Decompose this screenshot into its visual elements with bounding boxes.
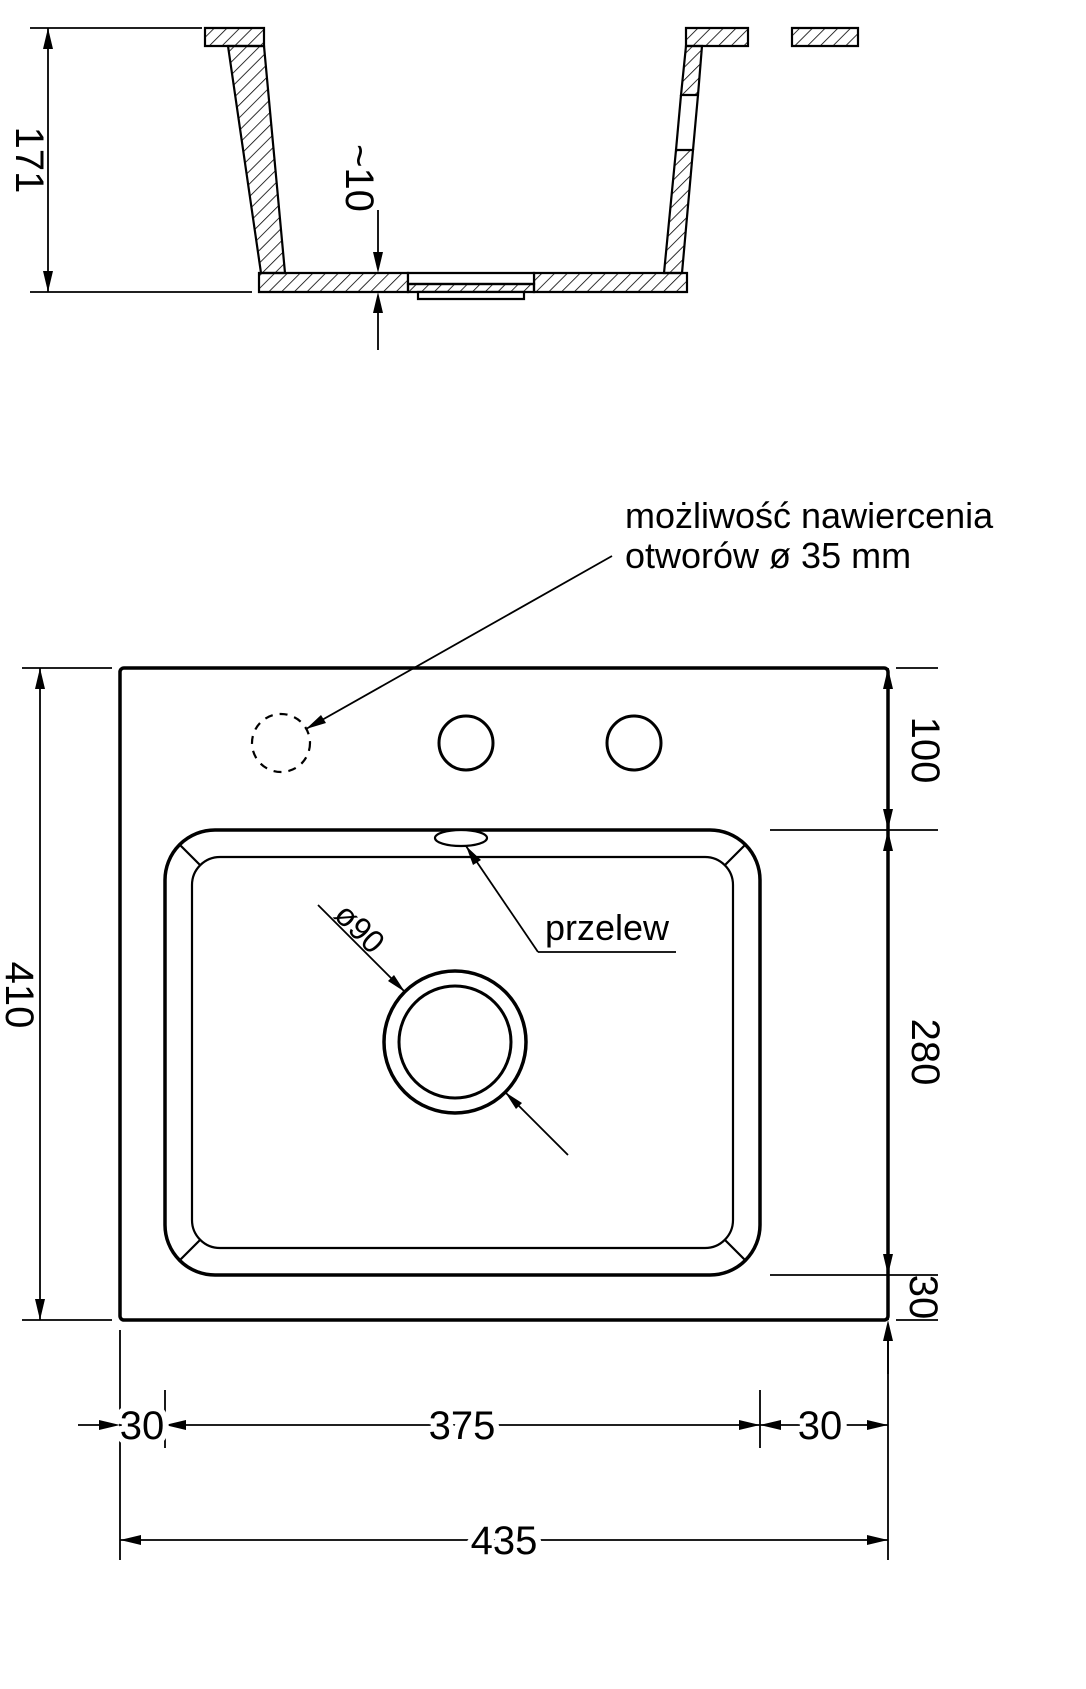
overflow-channel-section [674,94,700,151]
dim-total-length-label: 410 [0,962,41,1029]
drill-annotation: możliwość nawiercenia otworów ø 35 mm [305,495,994,730]
drain-recess-section [406,271,536,286]
section-deck-left [203,26,266,48]
dim-right-margin-label: 30 [798,1404,843,1448]
drain-diameter-label: ø90 [328,896,392,960]
section-wall-right-lower [662,148,695,275]
overflow-slot [433,828,489,848]
dim-basin-length-label: 280 [903,1019,947,1086]
dimension-total-length-410: 410 [0,667,112,1321]
dim-bottom-thickness-label: ~10 [337,144,381,212]
drain [382,969,528,1115]
faucet-hole-center [437,714,495,772]
plan-view: możliwość nawiercenia otworów ø 35 mm pr… [0,495,994,1569]
dim-left-margin-label: 30 [120,1404,165,1448]
basin-corner-ticks [179,844,746,1261]
dim-basin-width-label: 375 [429,1404,496,1448]
dimension-bottom-thickness-10: ~10 [337,144,383,350]
drill-note-line1: możliwość nawiercenia [625,495,994,536]
section-wall-right-upper [679,44,704,97]
dim-hole-offset-label: 100 [903,717,947,784]
section-bottom-right [532,271,689,294]
sink-section-body [203,26,860,301]
basin-outer-rim [163,828,762,1277]
drill-note-line2: otworów ø 35 mm [625,535,911,576]
dim-total-width-label: 435 [471,1519,538,1563]
sink-outer-edge [118,666,890,1322]
dimensions-bottom-rows: 30 375 30 435 [78,1330,889,1569]
section-deck-right-b [790,26,860,48]
dim-bottom-margin-label: 30 [901,1275,945,1320]
overflow-label: przelew [545,907,670,948]
drain-flange-section [416,290,526,301]
basin-outline [163,828,762,1277]
faucet-hole-right [605,714,663,772]
cross-section-view: 171 ~10 [7,26,860,350]
overflow-annotation: przelew [465,845,676,953]
dim-depth-label: 171 [7,127,51,194]
dimensions-right-column: 100 280 30 [770,667,947,1374]
drain-outer-circle [382,969,528,1115]
section-wall-left [226,44,287,275]
drain-inner-circle [397,984,513,1100]
section-bottom-left [257,271,410,294]
optional-faucet-hole-dashed [250,712,312,774]
section-deck-right-a [684,26,750,48]
dimension-depth-171: 171 [7,27,252,293]
basin-inner-rim [190,855,735,1250]
section-bottom-drain [406,282,536,294]
drain-diameter-annotation: ø90 [317,896,569,1156]
